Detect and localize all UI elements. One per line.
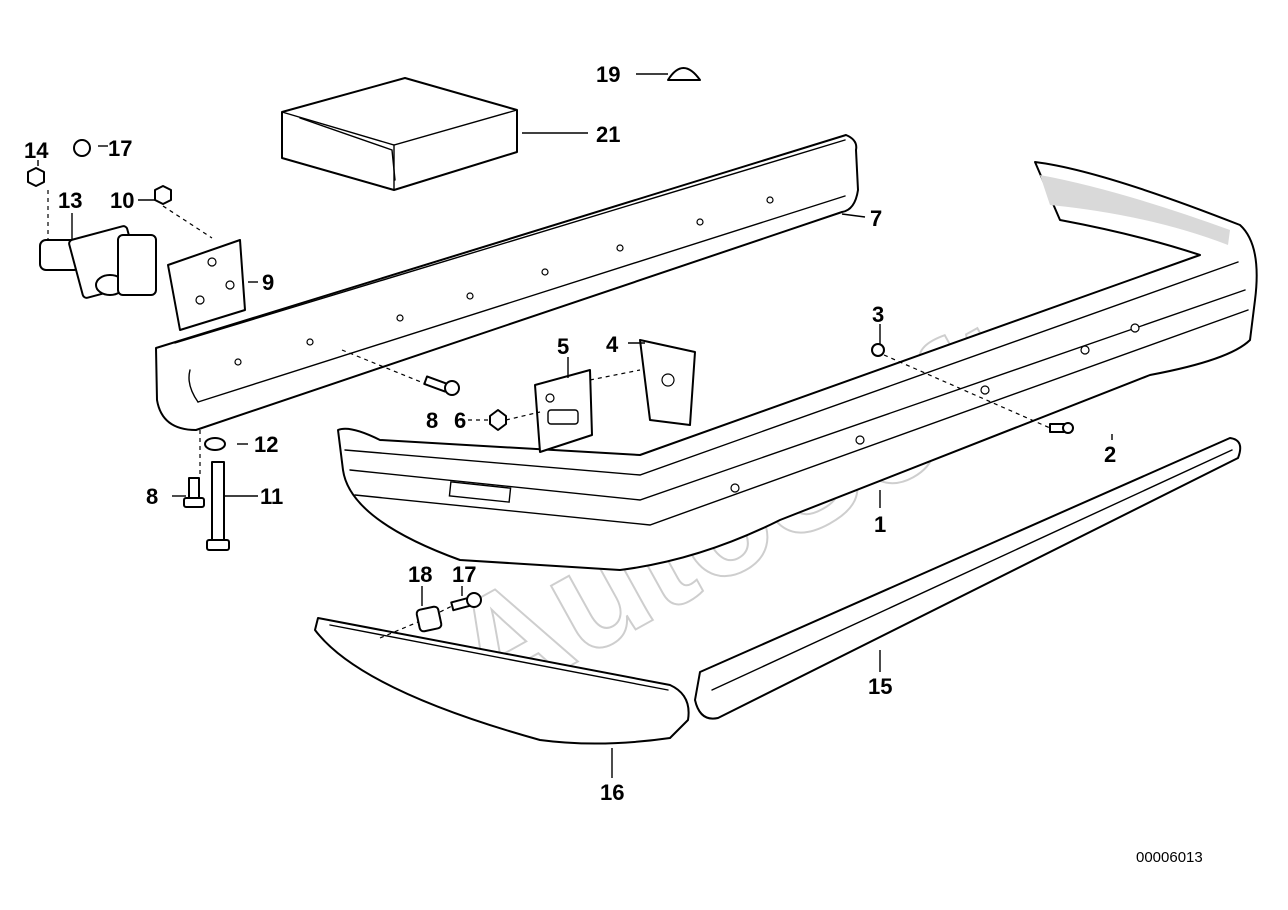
callout-3: 3 (872, 302, 884, 327)
part-21-foam-block[interactable] (281, 77, 518, 191)
callout-6: 6 (454, 408, 466, 433)
part-20-cap[interactable] (667, 67, 701, 81)
diagram-reference-number: 00006013 (1136, 849, 1203, 866)
callout-10: 10 (110, 188, 134, 213)
part-3-clip[interactable] (871, 343, 885, 357)
part-16-trim-end[interactable] (314, 617, 690, 745)
part-6-nut[interactable] (489, 409, 507, 431)
callout-8-lower: 8 (146, 484, 158, 509)
callout-17: 17 (108, 136, 132, 161)
callout-15: 15 (868, 674, 892, 699)
callout-14: 14 (24, 138, 49, 163)
part-11-long-bolt[interactable] (206, 461, 230, 551)
callout-7: 7 (870, 206, 882, 231)
part-19-nut[interactable] (415, 605, 443, 633)
callout-16: 16 (600, 780, 624, 805)
callout-2: 2 (1104, 442, 1116, 467)
part-12-washer[interactable] (204, 437, 226, 451)
part-15-trim-strip[interactable] (694, 437, 1242, 720)
callout-8-upper: 8 (426, 408, 438, 433)
part-18-screw[interactable] (450, 592, 482, 612)
callout-21: 21 (596, 122, 620, 147)
callout-11: 11 (260, 484, 283, 509)
callout-4: 4 (606, 332, 619, 357)
part-1-bumper-shell[interactable] (337, 161, 1258, 571)
part-17-washer[interactable] (73, 139, 91, 157)
part-14-nut[interactable] (27, 167, 45, 187)
callout-19: 18 (408, 562, 432, 587)
part-2-screw[interactable] (1049, 422, 1074, 434)
part-13-impact-absorber[interactable] (39, 225, 157, 299)
part-5-mount-bracket[interactable] (534, 369, 593, 453)
part-9-bracket[interactable] (167, 239, 246, 331)
part-8-bolt-upper[interactable] (423, 375, 460, 396)
callout-5: 5 (557, 334, 569, 359)
callout-9: 9 (262, 270, 274, 295)
callout-12: 12 (254, 432, 278, 457)
callout-20: 19 (596, 62, 620, 87)
part-4-mount-plate[interactable] (639, 339, 696, 426)
callout-13: 13 (58, 188, 82, 213)
callout-1: 1 (874, 512, 886, 537)
part-7-carrier-bar[interactable] (155, 134, 859, 431)
callout-18: 17 (452, 562, 476, 587)
part-10-nut[interactable] (154, 185, 172, 205)
part-8-bolt-lower[interactable] (183, 477, 205, 508)
